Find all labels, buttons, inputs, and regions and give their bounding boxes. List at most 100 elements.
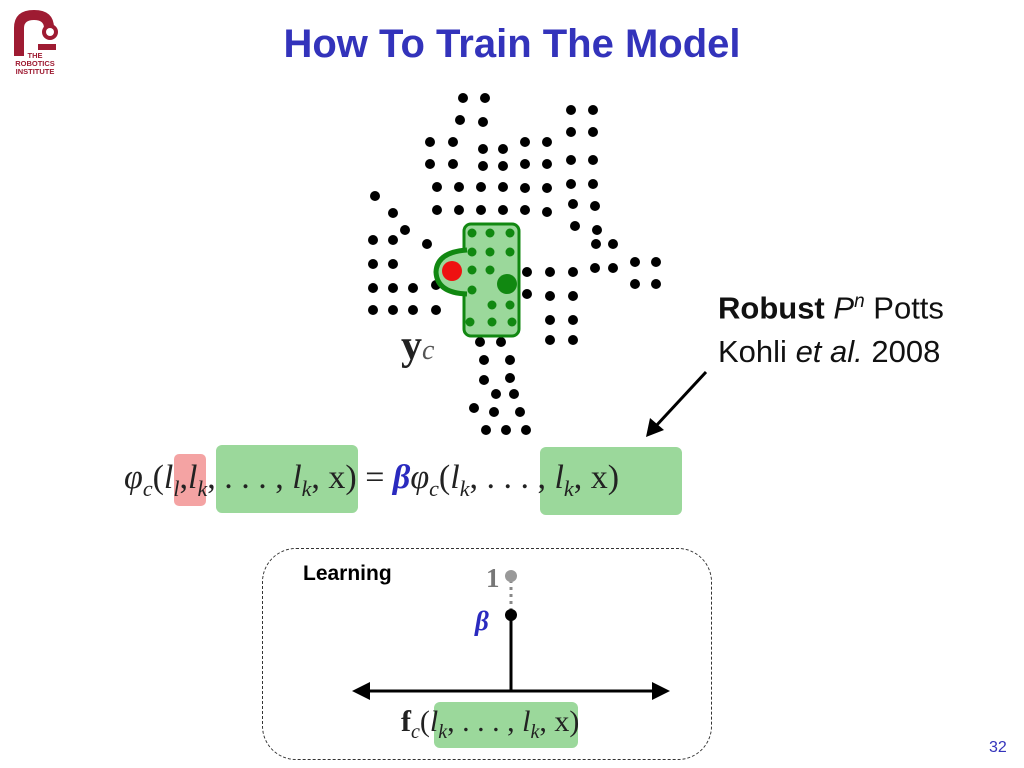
rhs-l-k-last: l [554, 459, 564, 496]
clique-dot [487, 300, 497, 310]
pixel-dot [588, 127, 598, 137]
pixel-dot [388, 283, 398, 293]
pixel-dot [498, 144, 508, 154]
pixel-dot [388, 259, 398, 269]
pixel-dot [570, 221, 580, 231]
feature-open: ( [419, 705, 430, 738]
pixel-dot [480, 93, 490, 103]
clique-dot [467, 285, 477, 295]
clique-dot [467, 228, 477, 238]
clique-dot [465, 317, 475, 327]
pixel-dot [368, 259, 378, 269]
citation-n: n [854, 291, 865, 312]
citation-year: 2008 [871, 334, 941, 370]
phi-lhs-sub: c [142, 475, 153, 501]
pixel-dot [568, 267, 578, 277]
feature-l-k-last-sub: k [530, 721, 540, 743]
pixel-dot [568, 291, 578, 301]
pixel-dot [545, 291, 555, 301]
pixel-dot [448, 159, 458, 169]
pixel-dot [432, 205, 442, 215]
feature-l-k-last: l [522, 705, 531, 738]
pixel-dot [491, 389, 501, 399]
pixel-dot [505, 373, 515, 383]
selected-pixel-red [442, 261, 462, 281]
learning-label: Learning [303, 562, 392, 585]
pixel-dot [432, 182, 442, 192]
citation-line-1: Robust Pn Potts [718, 280, 944, 330]
pixel-dot [522, 289, 532, 299]
pixel-dot [448, 137, 458, 147]
clique-y: y [401, 323, 422, 369]
pixel-dot [592, 225, 602, 235]
pixel-dot [476, 182, 486, 192]
page-number: 32 [989, 739, 1007, 756]
pixel-dot [545, 315, 555, 325]
pixel-dot [496, 337, 506, 347]
citation-arrowhead [646, 418, 664, 437]
pixel-dot [479, 375, 489, 385]
pixel-dot [566, 155, 576, 165]
pixel-dot [542, 183, 552, 193]
feature-f: f [401, 705, 411, 738]
axis-arrow-left [352, 682, 370, 700]
pixel-dot [509, 389, 519, 399]
l-k-last: l [292, 459, 302, 496]
clique-dot [485, 265, 495, 275]
pixel-dot [489, 407, 499, 417]
pixel-dot [425, 159, 435, 169]
pixel-dot [608, 263, 618, 273]
pixel-dot [422, 239, 432, 249]
pixel-dot [542, 207, 552, 217]
pixel-dot [370, 191, 380, 201]
rhs-tail: , x) [573, 459, 620, 496]
pixel-dot [591, 239, 601, 249]
pixel-dot [542, 159, 552, 169]
pixel-dot [588, 155, 598, 165]
clique-dot [467, 247, 477, 257]
lhs-labels-highlight [216, 445, 358, 513]
pixel-dot [454, 182, 464, 192]
citation-line-2: Kohli et al. 2008 [718, 330, 944, 374]
pixel-dot [630, 257, 640, 267]
potts-equation: φc(ll,lk, . . . , lk, x) = βφc(lk, . . .… [124, 459, 619, 502]
pixel-dot [388, 235, 398, 245]
rhs-open: ( [438, 459, 451, 496]
pixel-dot [388, 305, 398, 315]
pixel-dot [651, 257, 661, 267]
pixel-dot [545, 335, 555, 345]
pixel-dot [454, 205, 464, 215]
learning-box [262, 548, 712, 760]
pixel-dot [498, 205, 508, 215]
l-l-sub: l [173, 475, 180, 501]
clique-label: yc [401, 322, 434, 370]
citation: Robust Pn Potts Kohli et al. 2008 [718, 280, 944, 374]
pixel-dot [520, 205, 530, 215]
learning-one-label: 1 [486, 563, 500, 593]
rhs-dots: , . . . , [469, 459, 555, 496]
pixel-dot [568, 335, 578, 345]
citation-robust: Robust [718, 290, 825, 326]
pixel-dot [520, 183, 530, 193]
clique-dot [485, 228, 495, 238]
l-k-first-sub: k [197, 475, 208, 501]
pixel-dot [630, 279, 640, 289]
pixel-dot [521, 425, 531, 435]
clique-dot [507, 317, 517, 327]
beta-symbol: β [392, 459, 411, 496]
clique-dot [485, 247, 495, 257]
feature-tail: , x) [539, 705, 580, 738]
pixel-dot [566, 179, 576, 189]
unit-point [505, 570, 517, 582]
pixel-dot [522, 267, 532, 277]
clique-sub: c [422, 335, 435, 366]
pixel-dot [368, 305, 378, 315]
citation-author: Kohli [718, 334, 787, 370]
pixel-dot [431, 305, 441, 315]
pixel-dot [498, 161, 508, 171]
l-k-first: l [187, 459, 198, 496]
robotics-institute-logo [14, 10, 58, 56]
pixel-dot [515, 407, 525, 417]
feature-l-k-first: l [429, 705, 439, 738]
